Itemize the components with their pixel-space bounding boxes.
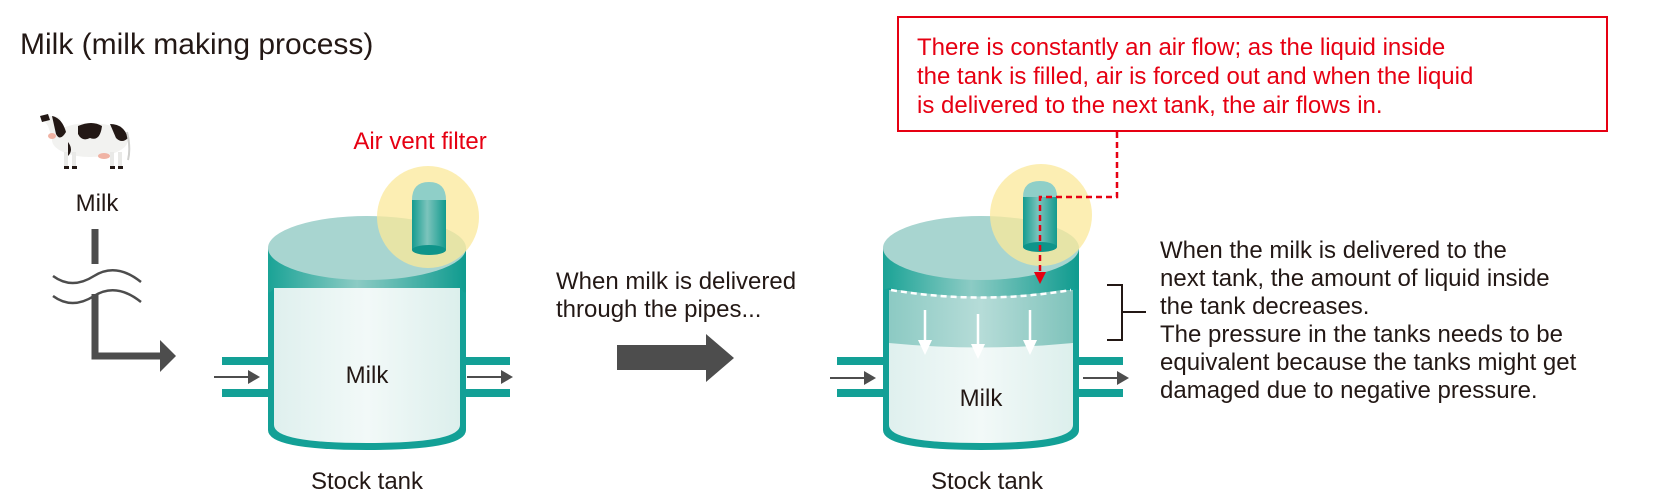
air-vent-filter-icon xyxy=(412,182,446,255)
break-symbol-icon xyxy=(52,269,142,285)
tank2-content-label: Milk xyxy=(960,385,1004,412)
source-pipe xyxy=(52,229,176,372)
callout-line-3: is delivered to the next tank, the air f… xyxy=(917,92,1383,119)
leader-arrowhead-icon xyxy=(1034,272,1046,284)
bracket-icon xyxy=(1107,284,1146,341)
outlet-pipe xyxy=(462,357,510,365)
callout-box xyxy=(897,16,1608,132)
cow-icon xyxy=(40,114,131,169)
transition-line-1: When milk is delivered xyxy=(556,268,796,295)
explanation-line-1: When the milk is delivered to the xyxy=(1160,237,1507,264)
inflow-arrow-icon xyxy=(248,370,260,384)
explanation-line-6: damaged due to negative pressure. xyxy=(1160,377,1538,404)
air-space xyxy=(889,290,1073,348)
tank1-content-label: Milk xyxy=(346,362,390,389)
explanation-line-5: equivalent because the tanks might get xyxy=(1160,349,1577,376)
tank2-caption: Stock tank xyxy=(931,468,1044,495)
inlet-pipe xyxy=(837,357,885,365)
level-decrease-arrows xyxy=(918,310,1037,359)
transition-line-2: through the pipes... xyxy=(556,296,761,323)
callout-leader-line xyxy=(1038,132,1119,275)
outflow-arrow-icon xyxy=(501,370,513,384)
callout-line-1: There is constantly an air flow; as the … xyxy=(917,34,1445,61)
outflow-arrow-icon xyxy=(1117,371,1129,385)
tank1-caption: Stock tank xyxy=(311,468,424,495)
inlet-pipe xyxy=(222,357,270,365)
explanation-line-3: the tank decreases. xyxy=(1160,293,1369,320)
stock-tank-2: Milk xyxy=(830,164,1129,450)
stock-tank-1: Milk xyxy=(214,166,513,450)
explanation-line-2: next tank, the amount of liquid inside xyxy=(1160,265,1550,292)
page-title: Milk (milk making process) xyxy=(20,28,373,61)
outlet-pipe xyxy=(1075,357,1123,365)
process-arrow-icon xyxy=(617,334,734,382)
callout-line-2: the tank is filled, air is forced out an… xyxy=(917,63,1473,90)
inflow-arrow-icon xyxy=(864,371,876,385)
previous-level-line xyxy=(890,288,1072,299)
explanation-line-4: The pressure in the tanks needs to be xyxy=(1160,321,1563,348)
source-label: Milk xyxy=(76,190,120,217)
air-vent-filter-label: Air vent filter xyxy=(353,128,486,155)
